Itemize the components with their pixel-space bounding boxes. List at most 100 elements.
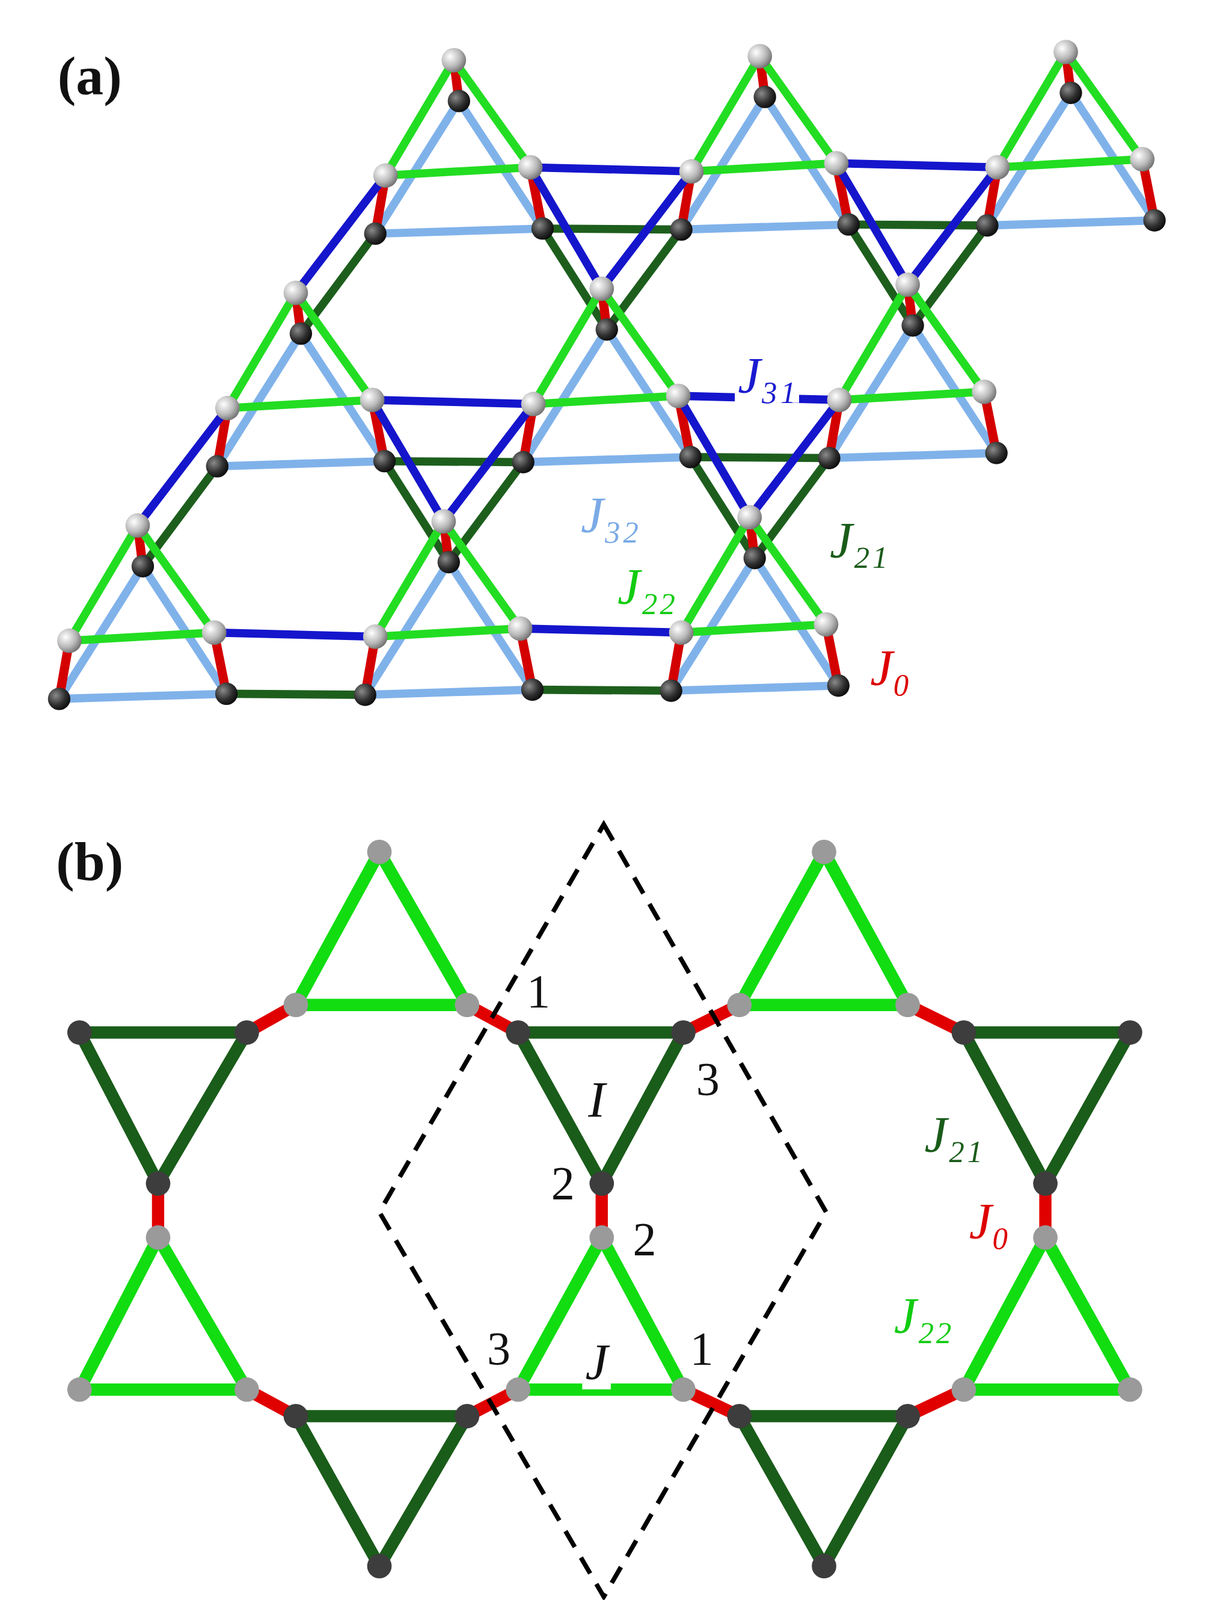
j31-bond (520, 628, 682, 633)
site-number: 2 (548, 1158, 578, 1208)
j22-bond (907, 284, 985, 392)
upper-site (895, 272, 920, 298)
coupling-label: J₂₂ (891, 1289, 956, 1343)
j21-triangle (158, 1032, 248, 1184)
upper-site (985, 155, 1011, 180)
coupling-label: J₂₁ (826, 513, 892, 567)
dark-site (146, 1170, 171, 1196)
j32-bond (58, 693, 227, 699)
dark-site (367, 1553, 393, 1578)
upper-site (827, 387, 852, 413)
upper-site (669, 619, 694, 645)
j22-bond (601, 288, 679, 396)
j31-bond (907, 167, 998, 285)
coupling-label: J₃₁ (734, 348, 800, 403)
j21-bond (532, 689, 672, 691)
light-site (951, 1376, 977, 1402)
j22-bond (681, 624, 827, 633)
light-site (283, 992, 309, 1017)
upper-site (125, 512, 151, 538)
dark-site (1032, 1170, 1058, 1196)
j31-bond (601, 171, 692, 289)
j22-bond (681, 517, 750, 633)
upper-site (589, 276, 614, 302)
lower-site (753, 85, 776, 108)
lower-site (437, 550, 460, 574)
upper-site (518, 155, 543, 180)
j21-triangle (824, 1415, 908, 1566)
j32-bond (671, 685, 839, 691)
upper-site (1053, 39, 1079, 65)
light-site (146, 1224, 171, 1250)
site-number: 3 (484, 1323, 514, 1373)
lower-site (531, 217, 554, 240)
lower-site (373, 449, 396, 472)
upper-site (747, 43, 773, 69)
j22-triangle (295, 998, 468, 1011)
j22-bond (839, 284, 908, 400)
lower-site (743, 546, 767, 569)
j21-triangle (518, 1025, 684, 1038)
light-site (811, 839, 837, 865)
j22-bond (227, 399, 373, 409)
j22-triangle (79, 1382, 247, 1395)
site-number: 1 (686, 1323, 717, 1373)
light-site (505, 1376, 531, 1402)
j31-bond (678, 395, 750, 518)
upper-site (679, 159, 705, 184)
j21-triangle (1045, 1032, 1131, 1184)
j31-bond (836, 162, 908, 285)
lower-site (975, 214, 999, 237)
lower-site (521, 678, 544, 701)
coupling-label: J₃₂ (577, 488, 643, 542)
j22-bond (997, 52, 1067, 168)
coupling-label: J₂₁ (921, 1107, 987, 1162)
lower-site (364, 222, 387, 245)
j32-bond (829, 452, 997, 458)
j22-bond (533, 288, 602, 405)
dark-site (283, 1403, 309, 1429)
j22-triangle (963, 1236, 1046, 1389)
coupling-label: J₀ (867, 640, 914, 695)
dark-site (1117, 1019, 1143, 1045)
j31-bond (530, 167, 692, 172)
triangle-label: I (585, 1072, 608, 1127)
j22-bond (760, 55, 837, 163)
upper-site (508, 615, 533, 641)
j31-bond (372, 399, 534, 405)
j22-triangle (379, 851, 468, 1005)
light-site (671, 1376, 696, 1402)
j32-bond (987, 220, 1155, 225)
j22-bond (533, 395, 679, 405)
site-number: 2 (629, 1214, 659, 1264)
j21-triangle (79, 1032, 159, 1184)
j31-bond (836, 162, 998, 168)
j21-triangle (963, 1025, 1130, 1038)
j22-bond (453, 60, 531, 168)
j22-triangle (1045, 1236, 1131, 1389)
lower-site (837, 213, 860, 236)
j21-bond (226, 693, 366, 695)
j22-bond (691, 162, 837, 172)
j22-triangle (739, 998, 908, 1011)
upper-site (521, 391, 546, 417)
upper-site (363, 624, 388, 649)
j22-bond (997, 159, 1143, 168)
light-site (1032, 1224, 1058, 1250)
lower-site (354, 683, 377, 706)
lower-site (1059, 81, 1082, 105)
j22-bond (749, 517, 827, 625)
light-site (455, 992, 480, 1017)
coupling-label: J₂₂ (614, 559, 679, 614)
lower-site (131, 554, 154, 578)
upper-site (737, 505, 762, 530)
j32-bond (681, 224, 849, 230)
lower-site (215, 682, 238, 705)
upper-site (824, 150, 849, 176)
dark-site (67, 1019, 92, 1045)
upper-site (202, 619, 227, 645)
j22-triangle (739, 851, 825, 1005)
coupling-label: J₀ (966, 1194, 1013, 1248)
